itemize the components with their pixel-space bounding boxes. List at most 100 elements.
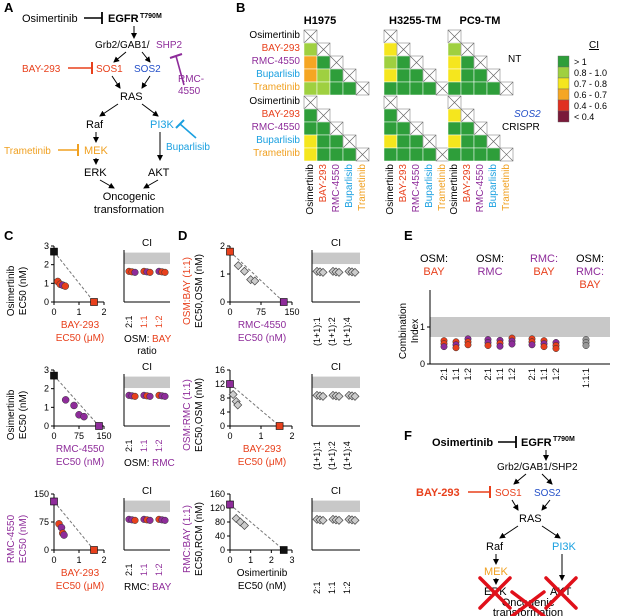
- x-tick-label: 0: [227, 307, 232, 317]
- d-ylabel-unit: EC50,OSM (nM): [194, 254, 205, 328]
- b-x-label: Trametinib: [357, 164, 368, 211]
- ci-point: [161, 392, 169, 400]
- d-ratio: 1:2: [342, 581, 352, 594]
- b-cell: [396, 134, 411, 149]
- b-cell: [422, 147, 437, 162]
- y-tick-label: 1: [44, 278, 49, 288]
- b-x-label: Trametinib: [501, 164, 512, 211]
- y-tick-label: 0: [220, 421, 225, 431]
- ci-point: [334, 391, 344, 401]
- b-cell-cross: [447, 29, 462, 44]
- c-xlabel: BAY-293: [61, 568, 100, 579]
- b-cell: [447, 147, 462, 162]
- c-ratio: 1:2: [154, 439, 164, 452]
- e-point: [582, 342, 590, 349]
- c-ratio: 1:1: [139, 439, 149, 452]
- mono-point-y: [226, 380, 234, 388]
- b-legend-swatch: [557, 110, 570, 123]
- a-arrow-ras-pi3k: [141, 103, 159, 117]
- y-tick-label: 3: [44, 365, 49, 375]
- b-sos-drug-0: Osimertinib: [249, 96, 300, 107]
- b-cell-cross: [329, 55, 344, 70]
- b-cell-cross: [383, 95, 398, 110]
- y-tick-label: 2: [44, 384, 49, 394]
- f-arrow-sos1-ras: [511, 499, 519, 511]
- a-mek: MEK: [84, 145, 109, 157]
- combo-point: [61, 282, 69, 290]
- b-cell-cross: [303, 29, 318, 44]
- d-ratio: (1+1):1: [312, 441, 322, 470]
- mono-point-x: [90, 298, 98, 306]
- a-onco1: Oncogenic: [103, 191, 156, 203]
- b-cell: [342, 81, 357, 96]
- e-point: [440, 343, 448, 351]
- b-cell: [329, 81, 344, 96]
- b-x-label: Osimertinib: [449, 164, 460, 215]
- x-tick-label: 1: [258, 431, 263, 441]
- y-tick-label: 2: [220, 241, 225, 251]
- b-cell: [383, 147, 398, 162]
- b-cell: [460, 121, 475, 136]
- ci-point: [350, 267, 360, 277]
- b-cell-cross: [499, 147, 514, 162]
- x-tick-label: 3: [289, 555, 294, 565]
- e-band: [430, 317, 610, 337]
- b-x-label: BAY-293: [398, 164, 409, 203]
- b-cell: [396, 55, 411, 70]
- x-tick-label: 2: [101, 555, 106, 565]
- b-cell: [447, 108, 462, 123]
- c-ratio-b: BAY: [152, 334, 172, 345]
- b-legend-swatch: [557, 55, 570, 68]
- b-cell-cross: [355, 81, 370, 96]
- ci-title: CI: [331, 238, 341, 249]
- a-arrow-erk-onco: [99, 179, 115, 189]
- b-cell: [383, 42, 398, 57]
- e-ratio: 1:2: [507, 368, 517, 381]
- b-cell: [396, 121, 411, 136]
- e-point: [484, 342, 492, 349]
- b-cell: [473, 81, 488, 96]
- e-ratio: 2:1: [439, 368, 449, 381]
- c-ylabel: RMC-4550: [6, 514, 17, 563]
- a-grb2: Grb2/GAB1/: [95, 40, 150, 51]
- f-egfr-sup: T790M: [553, 436, 575, 443]
- y-tick-label: 0: [220, 545, 225, 555]
- b-legend-swatch: [557, 77, 570, 90]
- c-xlabel-unit: EC50 (μM): [56, 333, 105, 344]
- d-ratio: 2:1: [312, 581, 322, 594]
- y-tick-label: 1: [44, 402, 49, 412]
- f-cross-akt-b: [544, 576, 578, 610]
- b-legend-swatch: [557, 88, 570, 101]
- c-ylabel: Osimertinib: [6, 265, 17, 316]
- b-cell-cross: [460, 42, 475, 57]
- x-tick-label: 150: [284, 307, 299, 317]
- b-cell: [422, 81, 437, 96]
- x-tick-label: 1: [76, 555, 81, 565]
- ci-point: [146, 516, 154, 524]
- ci-band: [312, 376, 360, 389]
- e-group-2-top: RMC:: [530, 253, 558, 265]
- b-cell: [383, 134, 398, 149]
- d-ylabel: OSM:RMC (1:1): [182, 379, 193, 451]
- x-tick-label: 0: [51, 307, 56, 317]
- e-tick-label: 0: [420, 359, 425, 369]
- d-ylabel-unit: EC50,RCM (nM): [194, 502, 205, 576]
- b-sos-drug-4: Trametinib: [253, 148, 300, 159]
- b-cell: [473, 134, 488, 149]
- ci-point: [161, 516, 169, 524]
- panel-c-letter: C: [4, 228, 14, 243]
- mono-point-x: [275, 422, 284, 430]
- b-x-label: Osimertinib: [305, 164, 316, 215]
- b-cell: [316, 81, 331, 96]
- mono-point-y: [50, 497, 58, 506]
- a-raf: Raf: [86, 119, 104, 131]
- additivity-line: [53, 251, 95, 303]
- b-cell: [460, 81, 475, 96]
- y-tick-label: 80: [215, 517, 225, 527]
- c-ylabel-unit: EC50 (nM): [18, 267, 29, 315]
- e-group-3-bot: RMC:: [576, 266, 604, 278]
- b-cell-cross: [422, 68, 437, 83]
- a-rmc-a: RMC-: [178, 74, 204, 85]
- e-ratio: 1:1: [451, 368, 461, 381]
